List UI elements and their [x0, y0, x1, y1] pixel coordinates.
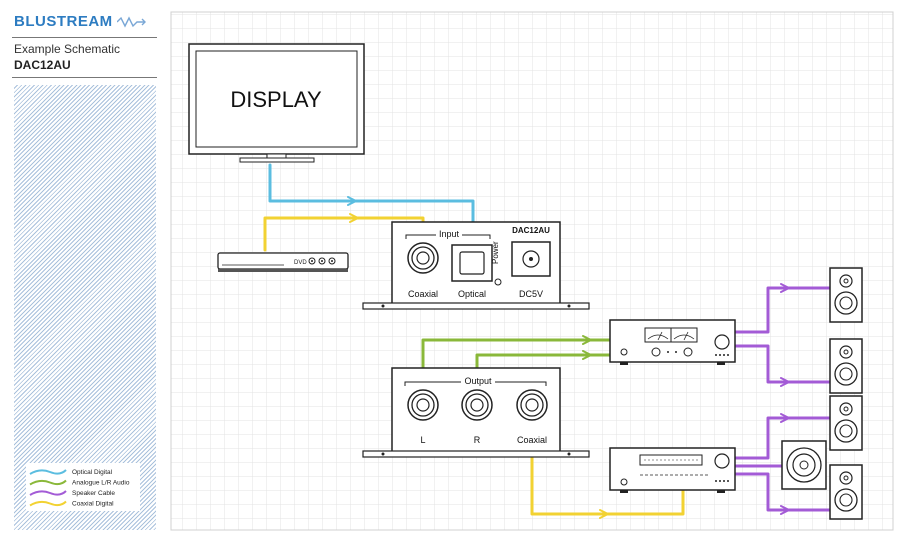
display-monitor: DISPLAY — [188, 43, 365, 163]
input-group-label: Input — [439, 229, 460, 239]
divider — [12, 37, 157, 38]
coaxial-input-label: Coaxial — [408, 289, 438, 299]
speaker-surround-left — [829, 395, 863, 451]
sidebar: BLUSTREAM Example Schematic DAC12AU Opti… — [0, 0, 171, 533]
legend-label: Speaker Cable — [72, 490, 115, 497]
power-label: Power — [491, 241, 500, 264]
speaker-cables — [733, 283, 832, 515]
av-receiver — [609, 447, 736, 493]
speaker-front-right — [829, 338, 863, 394]
dvd-player: DVD — [217, 252, 349, 272]
hatched-panel — [14, 85, 156, 530]
brand-text: BLUSTREA — [14, 13, 100, 30]
dc-input-label: DC5V — [519, 289, 543, 299]
legend-swatch — [29, 469, 67, 475]
model-name: DAC12AU — [14, 58, 71, 72]
coaxial-output-cable — [530, 403, 685, 519]
power-icon — [494, 278, 502, 286]
legend-label: Analogue L/R Audio — [72, 480, 130, 487]
display-label: DISPLAY — [230, 87, 322, 112]
brand-logo: BLUSTREAM — [14, 13, 147, 30]
legend-swatch — [29, 500, 67, 507]
speaker-front-left — [829, 267, 863, 323]
dvd-badge: DVD — [294, 260, 307, 266]
subwoofer — [781, 440, 827, 490]
wave-icon — [116, 16, 147, 28]
optical-input-label: Optical — [458, 289, 486, 299]
coaxial-output-label: Coaxial — [517, 435, 547, 445]
dac-input-unit: Input Coaxial Optical Power DAC12AU DC5V — [362, 221, 590, 310]
model-badge: DAC12AU — [512, 226, 550, 235]
brand-text-end: M — [99, 13, 113, 30]
schematic-subtitle: Example Schematic — [14, 42, 121, 56]
legend-label: Coaxial Digital — [72, 501, 114, 508]
left-output-label: L — [420, 435, 425, 445]
legend-label: Optical Digital — [72, 469, 113, 476]
dac-output-unit: Output L R Coaxial — [362, 367, 590, 458]
divider — [12, 77, 157, 78]
output-group-label: Output — [464, 376, 492, 386]
stereo-amplifier — [609, 319, 736, 365]
speaker-surround-right — [829, 464, 863, 520]
legend-swatch — [29, 490, 67, 496]
right-output-label: R — [474, 435, 481, 445]
legend-swatch — [29, 479, 67, 486]
